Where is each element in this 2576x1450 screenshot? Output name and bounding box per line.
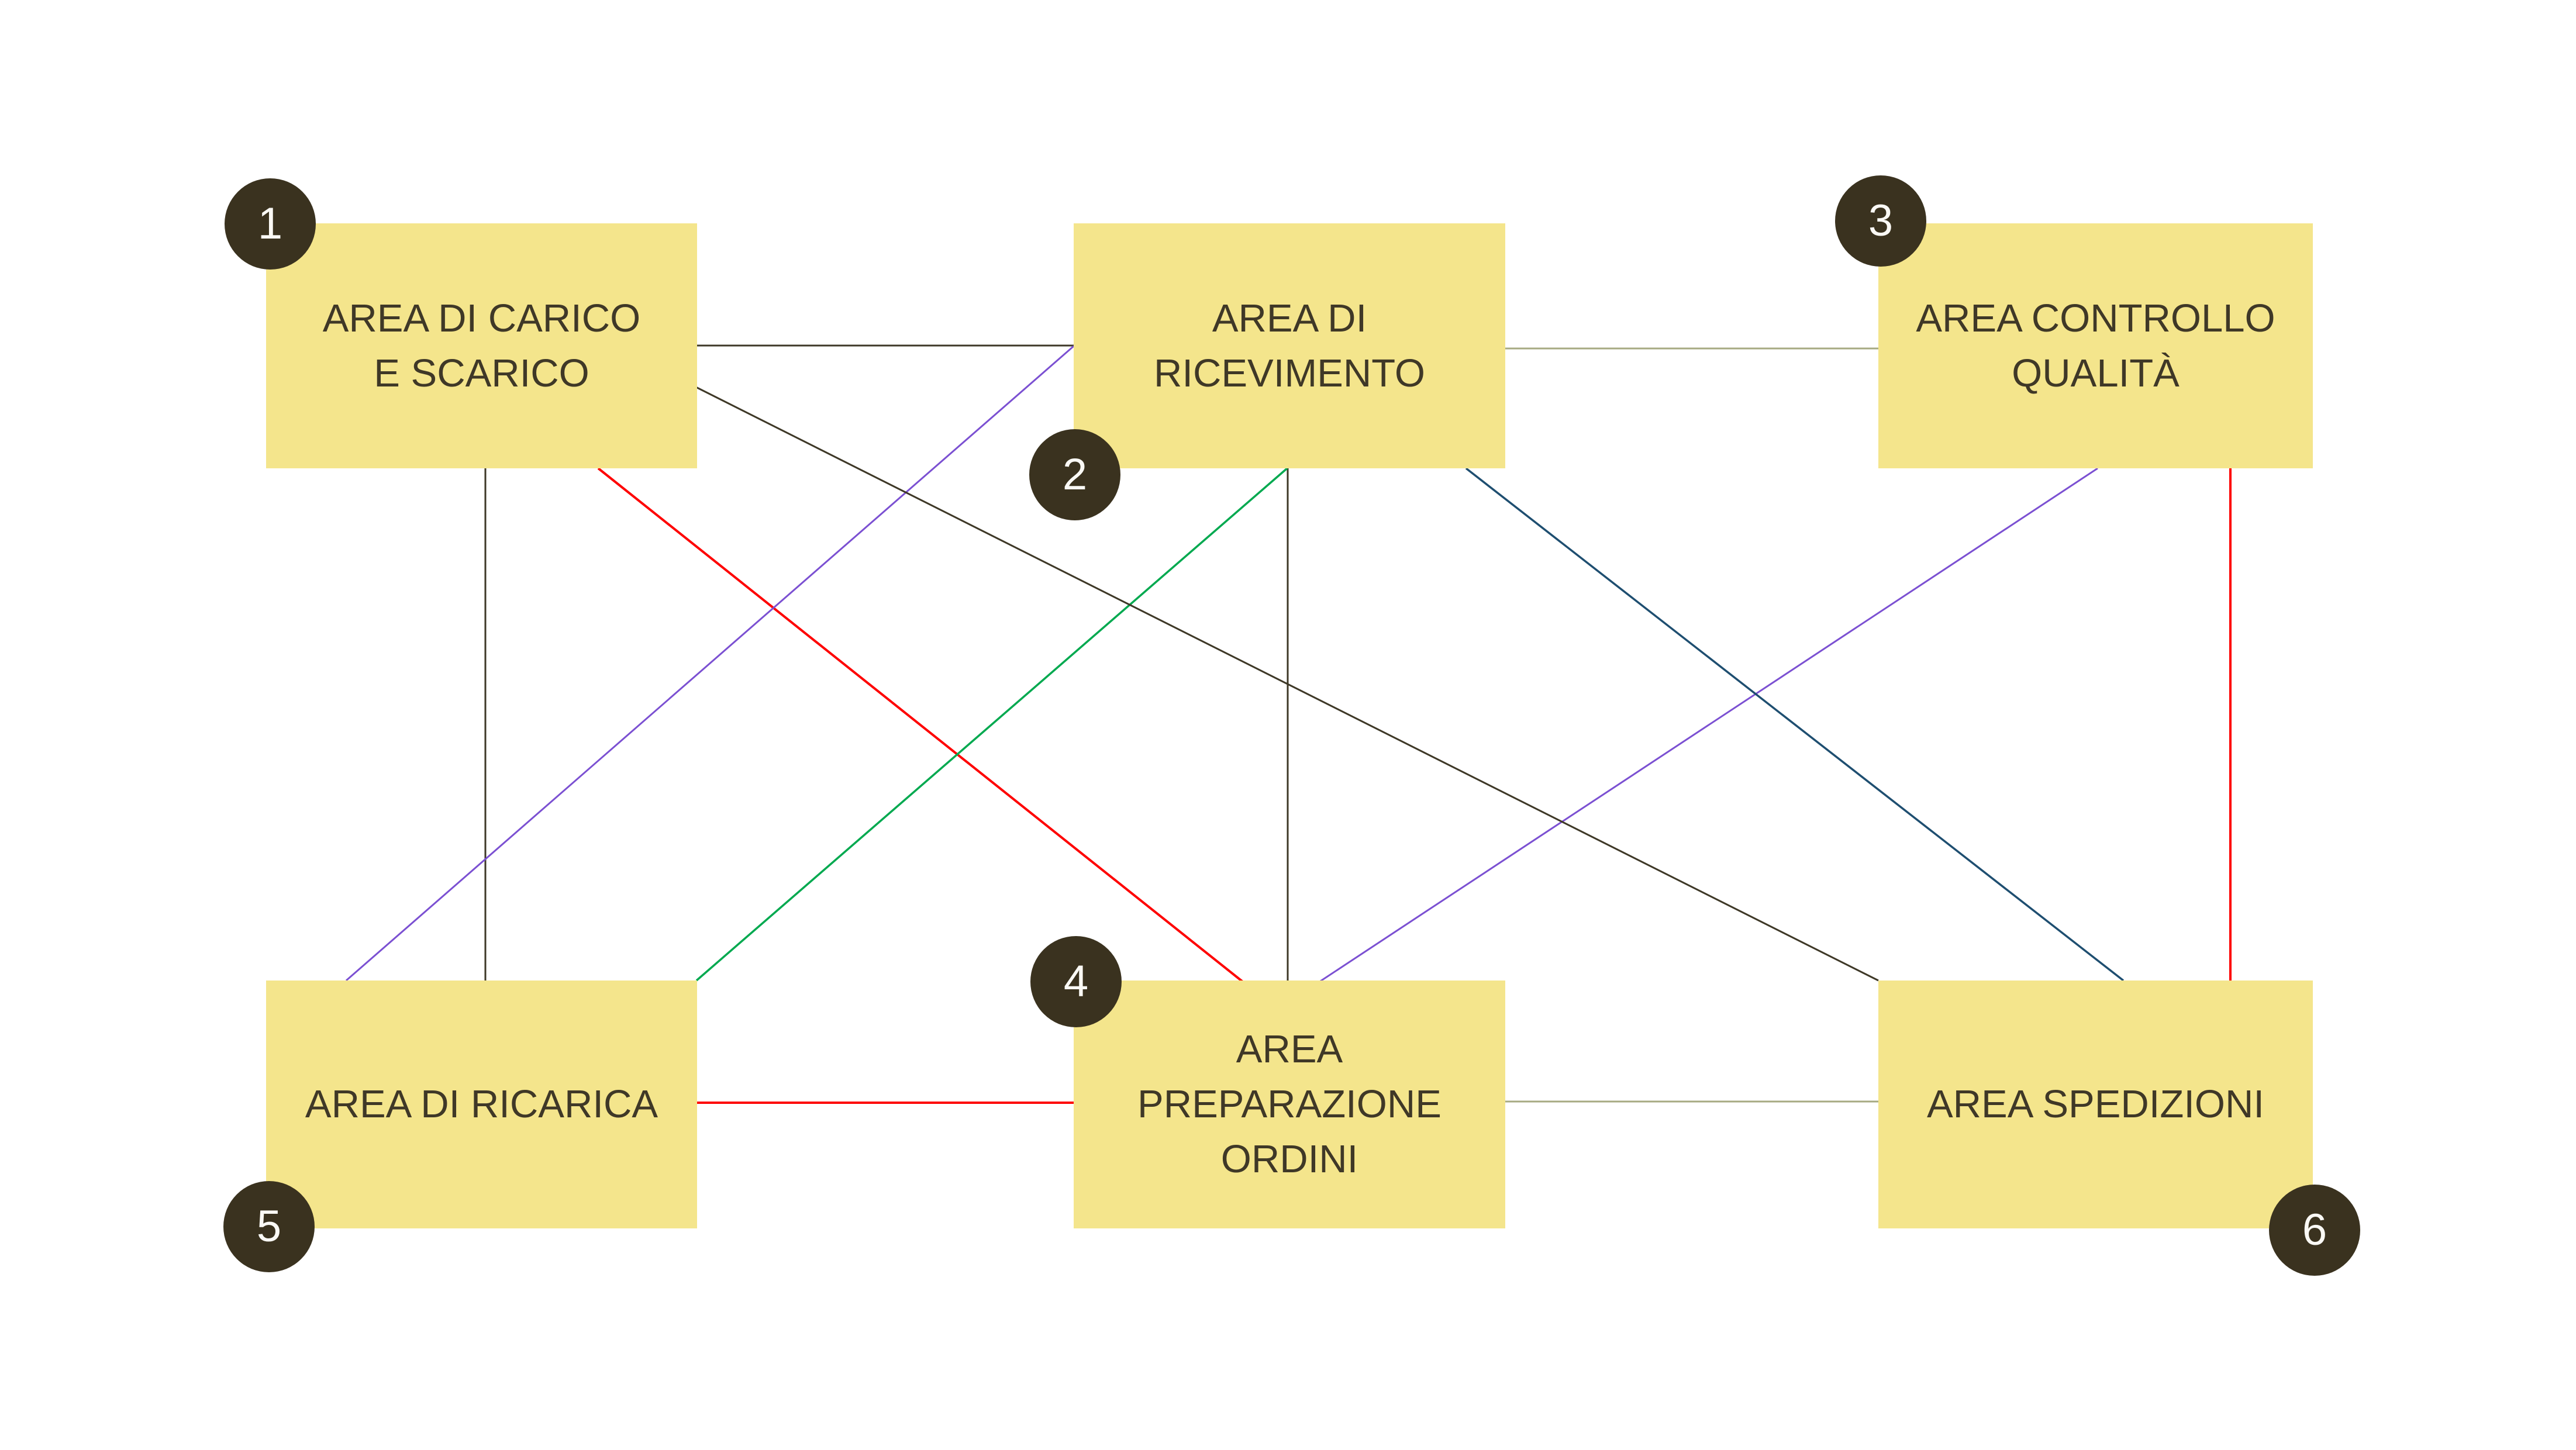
step-badge-number-4: 4 bbox=[1063, 957, 1089, 1006]
area-label-6: AREA SPEDIZIONI bbox=[1926, 1082, 2265, 1126]
area-label-3: AREA CONTROLLO QUALITÀ bbox=[1916, 296, 2275, 395]
area-box-2: AREA DI RICEVIMENTO bbox=[1074, 223, 1505, 468]
step-badge-number-1: 1 bbox=[257, 199, 283, 248]
edge-1-6-dark bbox=[695, 386, 1879, 982]
step-badge-number-6: 6 bbox=[2302, 1205, 2327, 1255]
step-badge-2: 2 bbox=[1029, 429, 1120, 520]
area-box-5: AREA DI RICARICA bbox=[266, 981, 697, 1228]
step-badge-number-5: 5 bbox=[256, 1202, 282, 1251]
step-badge-4: 4 bbox=[1030, 936, 1122, 1027]
edge-2-5-purple bbox=[346, 345, 1074, 982]
area-box-6: AREA SPEDIZIONI bbox=[1878, 981, 2313, 1228]
edge-1-4-red bbox=[597, 467, 1244, 983]
edge-2-6-blue bbox=[1465, 467, 2125, 982]
step-badge-number-3: 3 bbox=[1868, 196, 1894, 246]
area-label-5: AREA DI RICARICA bbox=[305, 1082, 658, 1126]
area-box-3: AREA CONTROLLO QUALITÀ bbox=[1878, 223, 2313, 468]
edge-3-4-purple bbox=[1318, 467, 2098, 983]
area-label-4: AREA PREPARAZIONE ORDINI bbox=[1137, 1027, 1442, 1181]
step-badge-6: 6 bbox=[2269, 1185, 2360, 1276]
step-badge-5: 5 bbox=[223, 1181, 315, 1272]
step-badge-1: 1 bbox=[225, 178, 316, 270]
area-label-2: AREA DI RICEVIMENTO bbox=[1153, 296, 1426, 395]
step-badge-3: 3 bbox=[1835, 175, 1926, 267]
area-label-1: AREA DI CARICO E SCARICO bbox=[322, 296, 641, 395]
step-badge-number-2: 2 bbox=[1062, 450, 1088, 499]
area-box-1: AREA DI CARICO E SCARICO bbox=[266, 223, 697, 468]
edge-2-5-green bbox=[695, 467, 1288, 982]
area-box-4: AREA PREPARAZIONE ORDINI bbox=[1074, 981, 1505, 1228]
